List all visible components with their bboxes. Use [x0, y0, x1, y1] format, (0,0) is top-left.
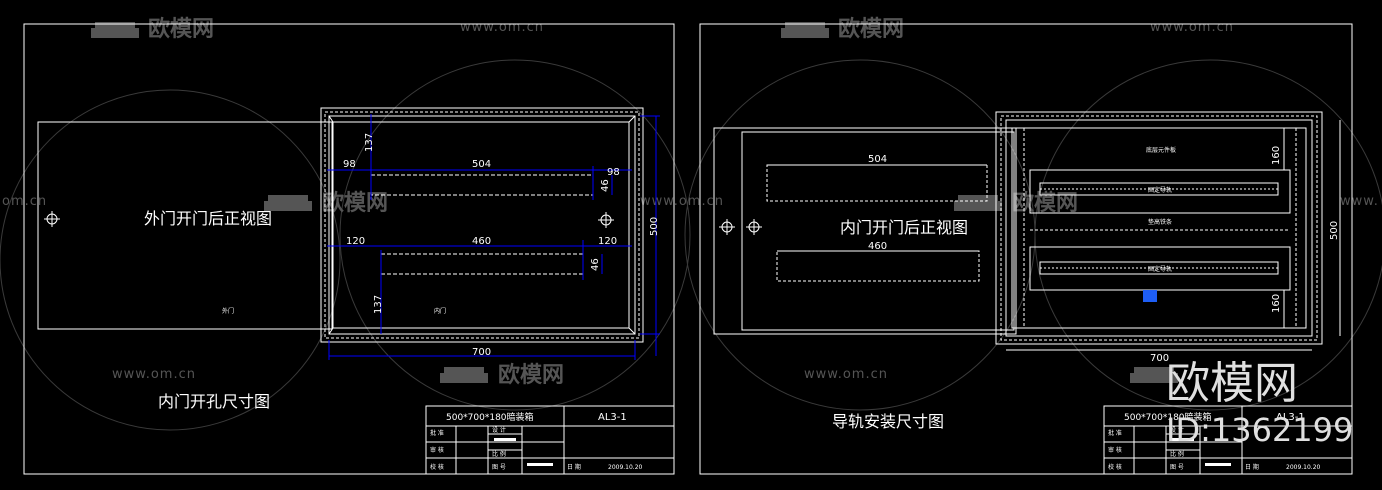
watermark-id: ID:1362199: [1166, 411, 1353, 449]
dim-504: 504: [868, 154, 887, 165]
rail-label: 固定导轨: [1148, 186, 1172, 194]
cell-label: 审 核: [1108, 446, 1122, 454]
dim-500: 500: [649, 217, 660, 236]
top-board-label: 底层元件板: [1146, 146, 1176, 154]
watermark-brand: 欧模网: [838, 16, 904, 42]
watermark-brand: 欧模网: [1012, 190, 1078, 216]
spacer-label: 垫高铁条: [1148, 218, 1172, 226]
rail-label: 固定导轨: [1148, 265, 1172, 273]
right-dimension-labels: 504 460 700 500 160 160 底层元件板 固定导轨 垫高铁条 …: [832, 146, 1340, 431]
cell-label: 设 计: [492, 426, 506, 434]
outer-door-view-label: 外门开门后正视图: [144, 209, 272, 228]
inner-door-label: 内门: [434, 307, 446, 315]
cell-label: 日 期: [1245, 463, 1259, 471]
title-block-date: 2009.10.20: [1286, 464, 1321, 471]
dim-700: 700: [472, 347, 491, 358]
title-block: [425, 405, 675, 475]
watermark-brand: 欧模网: [148, 16, 214, 42]
watermark-url: www.om.cn: [460, 20, 544, 35]
left-sheet: [324, 111, 640, 339]
sofa-logo-icon: [91, 22, 1178, 383]
cell-label: 审 核: [430, 446, 444, 454]
dim-98-right: 98: [607, 167, 620, 178]
title-block-date: 2009.10.20: [608, 464, 643, 471]
dim-98-left: 98: [343, 159, 356, 170]
highlight-marker: [1143, 290, 1157, 302]
right-dimensions: [767, 120, 1341, 351]
cell-label: 日 期: [567, 463, 581, 471]
cell-label: 批 准: [430, 429, 444, 437]
cell-label: 校 核: [430, 463, 444, 471]
dim-460: 460: [868, 241, 887, 252]
watermark-url: www.: [1340, 194, 1379, 209]
dim-120-right: 120: [598, 236, 617, 247]
watermark-big-brand: 欧模网: [1166, 358, 1298, 409]
dim-500: 500: [1329, 221, 1340, 240]
dim-160: 160: [1271, 294, 1282, 313]
inner-door-view-label: 内门开门后正视图: [840, 218, 968, 237]
cell-label: 比 例: [492, 450, 506, 458]
left-dimensions: [327, 114, 660, 360]
cell-label: 设 计: [1170, 426, 1184, 434]
dim-160: 160: [1271, 146, 1282, 165]
watermark-url: www.om.cn: [112, 367, 196, 382]
left-caption: 内门开孔尺寸图: [158, 392, 270, 411]
cell-label: 图 号: [1170, 464, 1184, 471]
dim-460: 460: [472, 236, 491, 247]
right-sheet: [766, 115, 1318, 341]
right-caption: 导轨安装尺寸图: [832, 412, 944, 431]
title-block-code: AL3-1: [598, 412, 627, 423]
cell-label: 批 准: [1108, 429, 1122, 437]
cell-label: 比 例: [1170, 450, 1184, 458]
watermark-url: om.cn: [2, 194, 47, 209]
left-dimension-labels: 504 460 700 98 98 120 120 46 46 137 137 …: [144, 133, 660, 411]
right-sheet: [699, 23, 1353, 475]
watermark-url: www.om.cn: [804, 367, 888, 382]
dim-46: 46: [600, 179, 611, 192]
title-block-title: 500*700*180暗装箱: [446, 411, 534, 423]
watermark-url: www.om.cn: [640, 194, 724, 209]
watermark-brand: 欧模网: [498, 362, 564, 388]
title-block-text: 500*700*180暗装箱 AL3-1 批 准 设 计 审 核 比 例 校 核…: [430, 411, 643, 471]
watermark-url: www.om.cn: [1150, 20, 1234, 35]
dim-700: 700: [1150, 353, 1169, 364]
dim-137: 137: [373, 295, 384, 314]
title-block: [1103, 405, 1353, 475]
dim-137: 137: [364, 133, 375, 152]
cell-label: 校 核: [1108, 463, 1122, 471]
title-block-title: 500*700*180暗装箱: [1124, 411, 1212, 423]
title-block-code: AL3-1: [1276, 412, 1305, 423]
dim-46: 46: [590, 258, 601, 271]
cell-label: 图 号: [492, 464, 506, 471]
dim-120-left: 120: [346, 236, 365, 247]
outer-door-label: 外门: [222, 307, 234, 315]
dim-504: 504: [472, 159, 491, 170]
title-block-text: 500*700*180暗装箱 AL3-1 批 准 设 计 审 核 比 例 校 核…: [1108, 411, 1321, 471]
